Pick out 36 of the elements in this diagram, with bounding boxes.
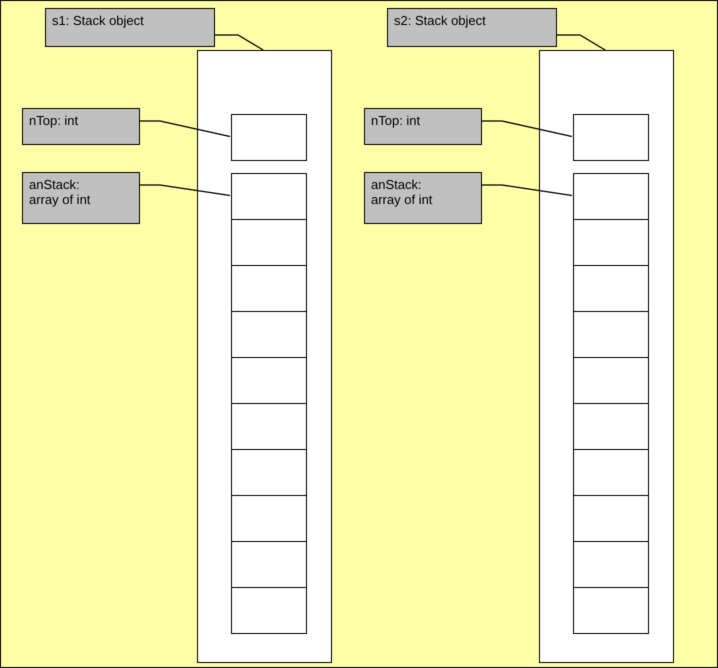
object-box [197, 50, 332, 663]
memory-cell [231, 357, 307, 404]
memory-cell [231, 311, 307, 358]
memory-cell [231, 219, 307, 266]
memory-cell [231, 449, 307, 496]
memory-cell [573, 173, 649, 220]
name-label: anStack: array of int [22, 172, 140, 224]
memory-cell [231, 495, 307, 542]
leader-line [215, 34, 264, 51]
memory-cell [573, 265, 649, 312]
memory-cell [231, 541, 307, 588]
name-label: s2: Stack object [387, 8, 557, 47]
memory-cell [573, 541, 649, 588]
memory-cell [231, 403, 307, 450]
memory-cell [231, 114, 307, 161]
name-label: nTop: int [22, 108, 140, 145]
leader-line [140, 184, 230, 196]
memory-cell [573, 114, 649, 161]
name-label: s1: Stack object [45, 8, 215, 47]
leader-line [557, 34, 606, 51]
memory-cell [573, 449, 649, 496]
memory-cell [573, 495, 649, 542]
memory-cell [231, 173, 307, 220]
memory-cell [573, 357, 649, 404]
leader-line [140, 120, 230, 138]
name-label: nTop: int [364, 108, 482, 145]
leader-line [482, 184, 572, 196]
memory-cell [573, 587, 649, 634]
object-box [539, 50, 674, 663]
memory-cell [573, 311, 649, 358]
memory-cell [573, 219, 649, 266]
leader-line [482, 120, 572, 138]
memory-cell [231, 265, 307, 312]
memory-cell [573, 403, 649, 450]
name-label: anStack: array of int [364, 172, 482, 224]
memory-cell [231, 587, 307, 634]
